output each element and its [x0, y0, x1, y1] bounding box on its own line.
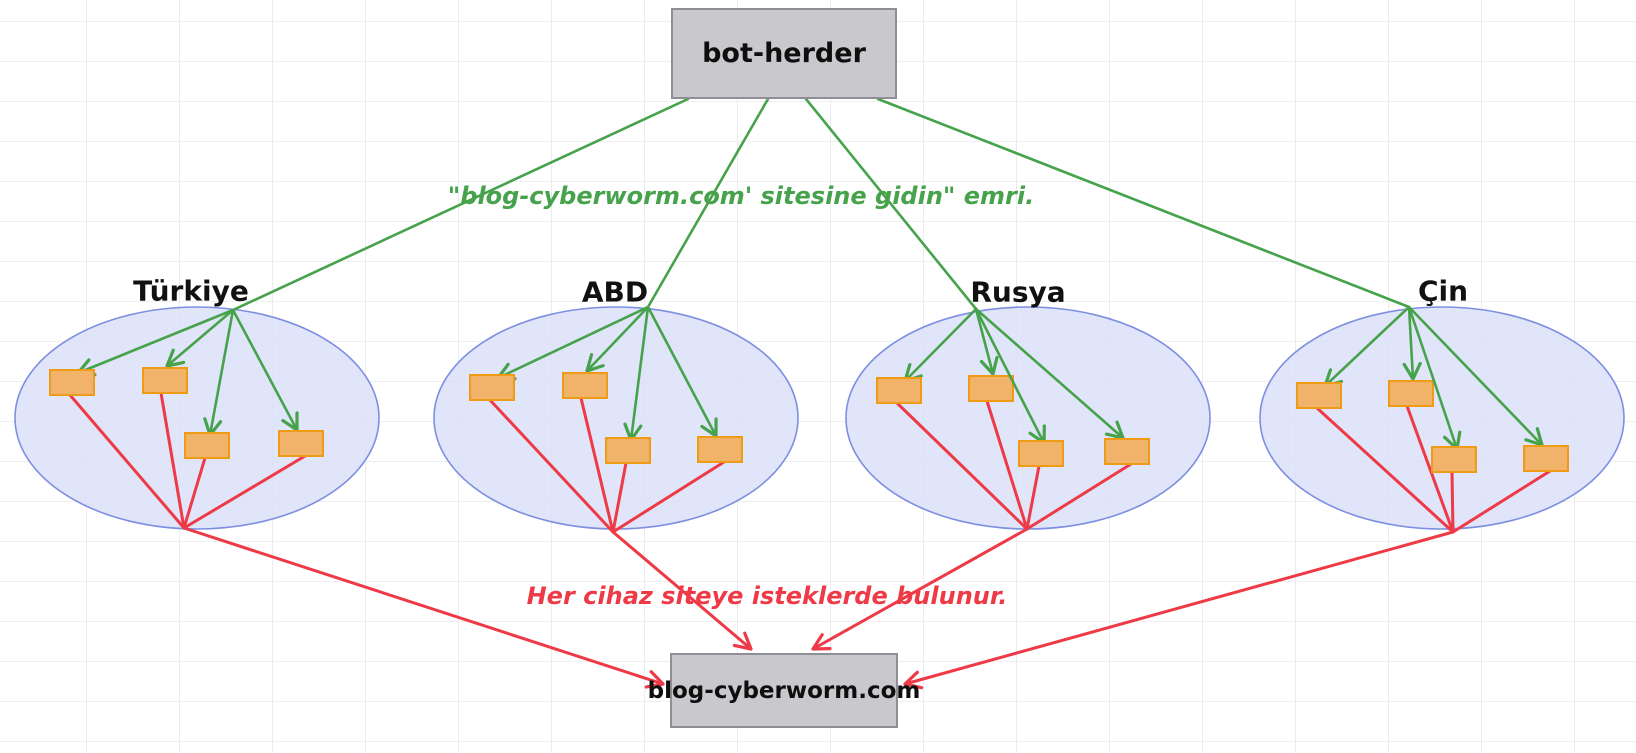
command-arrow-device-2-1: [496, 305, 650, 381]
device-box-2-3: [605, 437, 651, 464]
device-box-2-1: [469, 374, 515, 401]
device-box-1-1: [49, 369, 95, 396]
country-label-2: ABD: [581, 275, 649, 309]
device-box-4-3: [1431, 446, 1477, 473]
response-annotation: Her cihaz siteye isteklerde bulunur.: [526, 582, 1008, 610]
request-line-device-1-1: [68, 393, 186, 530]
request-line-device-4-4: [1451, 469, 1552, 534]
command-arrow-device-4-3: [1407, 305, 1462, 451]
command-line-herder-to-region-3: [804, 97, 978, 311]
command-arrow-device-3-2: [974, 307, 999, 376]
country-label-3: Rusya: [970, 275, 1066, 309]
device-box-3-1: [876, 377, 922, 404]
request-line-device-2-2: [579, 396, 615, 534]
request-line-device-3-2: [985, 399, 1029, 531]
region-ellipse-3: [845, 306, 1211, 530]
command-arrow-device-1-2: [165, 308, 235, 368]
request-arrow-region-2-to-site: [611, 530, 753, 651]
request-arrow-region-4-to-site: [903, 530, 1455, 690]
command-arrow-device-2-3: [623, 305, 650, 442]
command-arrow-device-3-1: [903, 307, 978, 383]
country-label-4: Çin: [1417, 274, 1469, 308]
command-arrow-device-2-4: [646, 305, 718, 438]
command-arrow-device-4-1: [1323, 305, 1411, 388]
request-line-device-3-4: [1025, 462, 1133, 531]
command-arrow-device-2-2: [585, 305, 650, 373]
device-box-3-2: [968, 375, 1014, 402]
command-line-herder-to-region-1: [231, 97, 690, 312]
device-box-3-4: [1104, 438, 1150, 465]
bot-herder-label: bot-herder: [702, 38, 866, 69]
device-box-2-4: [697, 436, 743, 463]
command-arrow-device-3-4: [974, 307, 1125, 440]
command-arrow-device-4-4: [1407, 305, 1544, 447]
target-site-label: blog-cyberworm.com: [647, 677, 921, 704]
command-annotation: "blog-cyberworm.com' sitesine gidin" emr…: [447, 182, 1035, 210]
command-arrow-device-1-4: [231, 308, 299, 432]
device-box-4-4: [1523, 445, 1569, 472]
bot-herder-node: bot-herder: [671, 8, 897, 99]
target-site-node: blog-cyberworm.com: [648, 653, 920, 728]
request-line-device-3-1: [895, 401, 1029, 531]
request-line-device-1-2: [159, 391, 186, 530]
device-box-1-4: [278, 430, 324, 457]
device-box-1-2: [142, 367, 188, 394]
device-box-4-1: [1296, 382, 1342, 409]
command-line-herder-to-region-2: [646, 97, 770, 309]
device-box-1-3: [184, 432, 230, 459]
request-line-device-4-3: [1450, 470, 1455, 534]
country-label-1: Türkiye: [133, 274, 249, 308]
device-box-4-2: [1388, 380, 1434, 407]
command-arrow-device-1-3: [203, 308, 235, 437]
request-line-device-1-4: [182, 454, 307, 530]
request-arrow-region-3-to-site: [811, 527, 1029, 651]
request-line-device-3-3: [1025, 464, 1041, 531]
request-line-device-4-1: [1315, 406, 1455, 534]
request-arrow-region-1-to-site: [182, 526, 665, 689]
device-box-3-3: [1018, 440, 1064, 467]
command-arrow-device-4-2: [1402, 305, 1422, 381]
device-box-2-2: [562, 372, 608, 399]
request-line-device-2-1: [488, 398, 615, 534]
request-line-device-2-3: [611, 461, 628, 534]
command-arrow-device-1-1: [76, 308, 235, 377]
request-line-device-2-4: [611, 460, 726, 534]
request-line-device-4-2: [1405, 404, 1455, 534]
command-arrow-device-3-3: [974, 307, 1046, 445]
request-line-device-1-3: [182, 456, 207, 530]
command-line-herder-to-region-4: [876, 97, 1411, 309]
